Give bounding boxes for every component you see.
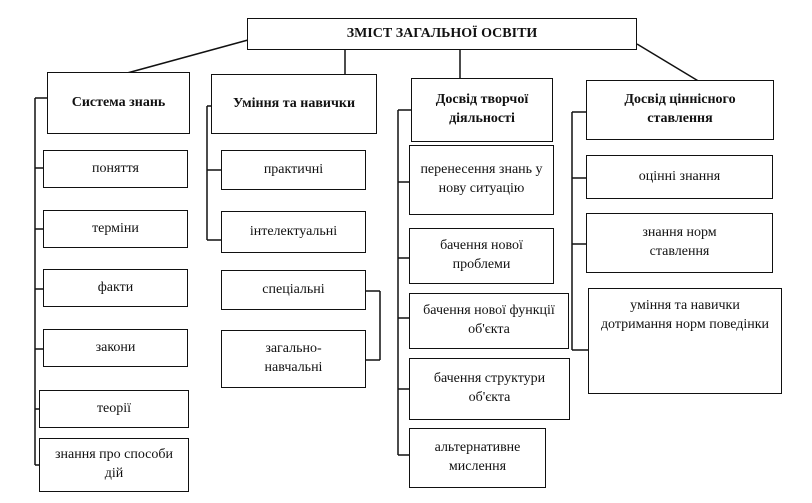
creative-item: альтернативне мислення [409,428,546,488]
knowledge-item: поняття [43,150,188,188]
knowledge-item: знання про способи дій [39,438,189,492]
creative-item: бачення нової проблеми [409,228,554,284]
creative-item: перенесення знань у нову ситуацію [409,145,554,215]
creative-item: бачення нової функції об'єкта [409,293,569,349]
skills-item: спеціальні [221,270,366,310]
knowledge-item: закони [43,329,188,367]
column-heading-creative: Досвід творчої діяльності [411,78,553,142]
values-item: знання норм ставлення [586,213,773,273]
skills-item: загально-навчальні [221,330,366,388]
creative-item: бачення структури об'єкта [409,358,570,420]
skills-item: інтелектуальні [221,211,366,253]
skills-item: практичні [221,150,366,190]
column-heading-skills: Уміння та навички [211,74,377,134]
column-heading-knowledge: Система знань [47,72,190,134]
knowledge-item: теорії [39,390,189,428]
knowledge-item: факти [43,269,188,307]
knowledge-item: терміни [43,210,188,248]
values-item: уміння та навички дотримання норм поведі… [588,288,782,394]
column-heading-values: Досвід ціннісного ставлення [586,80,774,140]
diagram-title: ЗМІСТ ЗАГАЛЬНОЇ ОСВІТИ [247,18,637,50]
values-item: оцінні знання [586,155,773,199]
